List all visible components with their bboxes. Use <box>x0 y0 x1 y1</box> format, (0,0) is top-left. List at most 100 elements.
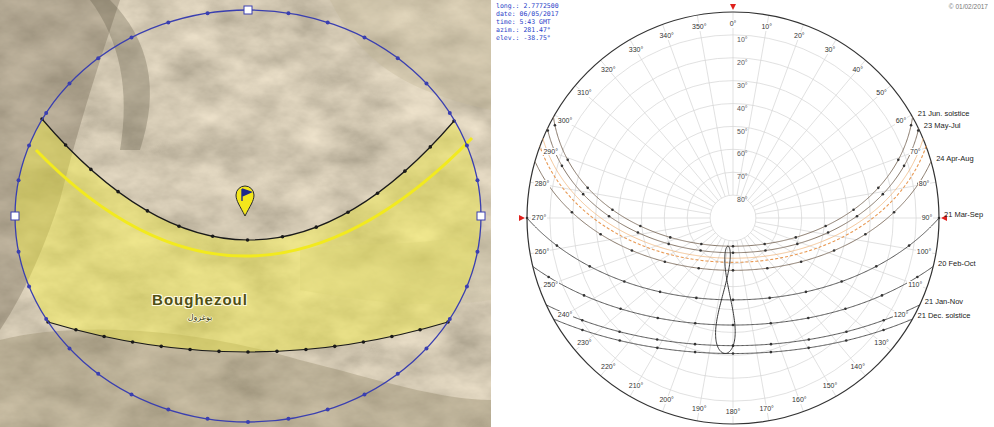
sunlight-band <box>15 119 481 352</box>
hour-dot <box>656 317 659 320</box>
elevation-label: 50° <box>737 128 748 136</box>
hour-dot <box>732 352 735 355</box>
azimuth-ray <box>748 60 866 200</box>
hour-dot <box>732 251 735 254</box>
azimuth-ray <box>630 40 722 199</box>
hour-dot <box>656 338 659 341</box>
position-info: date: 06/05/2017 <box>496 11 559 18</box>
hour-dot <box>637 231 640 234</box>
hour-dot <box>908 244 911 247</box>
azimuth-label: 110° <box>907 281 923 289</box>
today-sun-line <box>36 138 472 256</box>
horizon-circle <box>527 12 939 424</box>
analemma <box>716 246 736 353</box>
hour-dot <box>566 159 569 162</box>
azimuth-label: 280° <box>534 180 550 188</box>
ellipse-vertex <box>465 284 469 288</box>
hour-dot <box>588 265 591 268</box>
azimuth-label: 170° <box>758 405 774 413</box>
arc-vertex <box>403 169 407 173</box>
hour-dot <box>556 244 559 247</box>
ellipse-vertex <box>166 408 170 412</box>
date-curve-label: 21 Jun. solstice <box>918 110 970 118</box>
azimuth-ray <box>733 12 734 195</box>
hour-dot <box>623 280 626 283</box>
sun-path-curve <box>554 116 913 246</box>
position-info: azim.: 281.47° <box>496 27 551 34</box>
azimuth-ray <box>530 222 710 254</box>
azimuth-ray <box>748 236 866 376</box>
hour-dot <box>845 339 848 342</box>
ellipse-vertex <box>286 11 290 15</box>
ellipse-vertex <box>286 417 290 421</box>
hour-dot <box>700 243 703 246</box>
hour-dot <box>808 338 811 341</box>
azimuth-ray <box>755 148 927 211</box>
hour-dot <box>583 294 586 297</box>
hour-dot <box>608 215 611 218</box>
arc-vertex <box>418 328 422 332</box>
date-curve-label: 23 May-Jul <box>924 122 961 130</box>
hour-dot <box>659 291 662 294</box>
pin-flag <box>242 189 251 201</box>
azimuth-label: 330° <box>628 46 644 54</box>
hour-dot <box>833 249 836 252</box>
hour-dot <box>768 297 771 300</box>
ellipse-vertex <box>206 11 210 15</box>
arc-vertex <box>346 210 350 214</box>
azimuth-label: 150° <box>822 382 838 390</box>
hour-dot <box>582 193 585 196</box>
azimuth-label: 20° <box>793 32 806 40</box>
hour-dot <box>881 294 884 297</box>
azimuth-ray <box>756 218 939 219</box>
sun-path-curve <box>548 128 919 253</box>
azimuth-ray <box>575 233 715 351</box>
ellipse-vertex <box>475 250 479 254</box>
arc-vertex <box>246 350 250 354</box>
hour-dot <box>639 225 642 228</box>
azimuth-label: 100° <box>916 248 932 256</box>
hour-dot <box>664 260 667 263</box>
ellipse-vertex <box>448 317 452 321</box>
azimuth-label: 300° <box>557 117 573 125</box>
azimuth-ray <box>663 24 726 196</box>
hour-dot <box>877 187 880 190</box>
azimuth-ray <box>601 60 719 200</box>
azimuth-label: 50° <box>875 89 888 97</box>
azimuth-ray <box>555 115 714 207</box>
hour-dot <box>764 249 767 252</box>
hour-dot <box>618 330 621 333</box>
hour-dot <box>916 276 919 279</box>
place-name: Boughezoul <box>152 292 248 309</box>
azimuth-label: 80° <box>918 180 931 188</box>
ellipse-vertex <box>27 144 31 148</box>
ridge-shade <box>90 0 150 150</box>
hour-dot <box>694 343 697 346</box>
hour-dot <box>618 339 621 342</box>
hour-dot <box>581 329 584 332</box>
azimuth-label: 130° <box>873 339 889 347</box>
ellipse-vertex <box>96 372 100 376</box>
ellipse-vertex <box>17 250 21 254</box>
arc-vertex <box>275 350 279 354</box>
hour-dot <box>631 249 634 252</box>
arc-vertex <box>159 345 163 349</box>
ellipse-vertex <box>363 392 367 396</box>
hour-dot <box>547 276 550 279</box>
arc-vertex <box>246 238 250 242</box>
azimuth-label: 260° <box>534 248 550 256</box>
hour-dot <box>796 243 799 246</box>
hour-dot <box>882 329 885 332</box>
azimuth-label: 200° <box>658 396 674 404</box>
horizon-ellipse <box>15 10 481 422</box>
hour-dot <box>599 233 602 236</box>
hour-dot <box>805 291 808 294</box>
hour-dot <box>611 208 614 211</box>
ellipse-vertex <box>206 417 210 421</box>
azimuth-label: 30° <box>824 46 837 54</box>
arc-vertex <box>314 225 318 229</box>
arc-vertex <box>211 234 215 238</box>
hour-dot <box>770 351 773 354</box>
hour-dot <box>732 269 735 272</box>
hour-dot <box>856 215 859 218</box>
